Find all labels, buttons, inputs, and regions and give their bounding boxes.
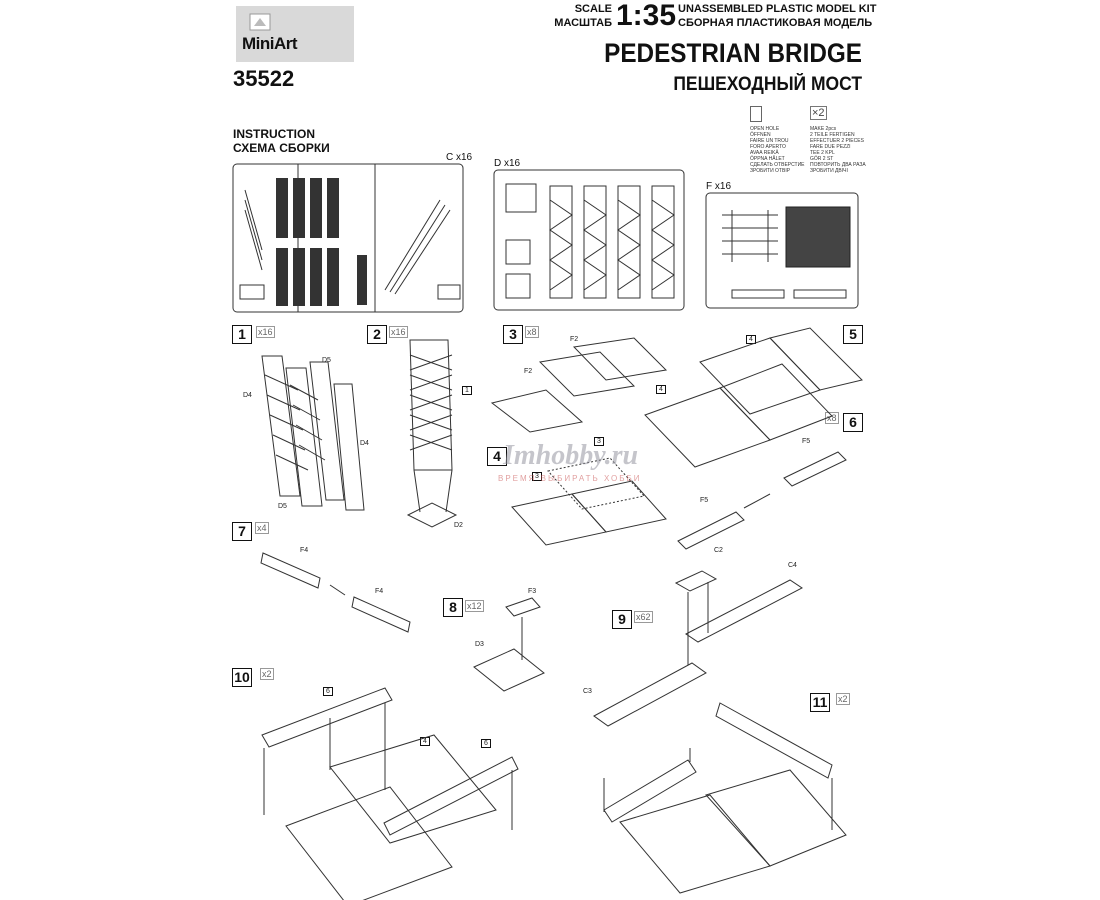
step-5-drawing <box>644 327 863 468</box>
step-3-number: 3 <box>503 325 523 344</box>
step-3-multiplier: x8 <box>525 326 539 338</box>
step-8-drawing <box>473 597 545 692</box>
step-1-number: 1 <box>232 325 252 344</box>
sprue-d-label: D x16 <box>494 158 521 169</box>
scale-label: SCALE <box>574 3 612 15</box>
step-11-multiplier: x2 <box>836 693 850 705</box>
part-label: 3 <box>532 472 542 481</box>
part-label: 4 <box>420 737 430 746</box>
brand-logo <box>236 6 354 62</box>
part-label: F4 <box>300 547 309 554</box>
step-2-multiplier: x16 <box>389 326 408 338</box>
step-2-drawing <box>406 339 458 528</box>
part-label: 1 <box>462 386 472 395</box>
open-hole-icon <box>750 106 762 122</box>
part-label: C3 <box>583 688 592 695</box>
step-7-multiplier: x4 <box>255 522 269 534</box>
step-8-multiplier: x12 <box>465 600 484 612</box>
part-label: 6 <box>323 687 333 696</box>
step-7-number: 7 <box>232 522 252 541</box>
part-label: 4 <box>656 385 666 394</box>
instruction-label-ru: СХЕМА СБОРКИ <box>233 141 330 155</box>
step-10-multiplier: x2 <box>260 668 274 680</box>
part-label: F3 <box>528 588 537 595</box>
step-6-number: 6 <box>843 413 863 432</box>
part-label: D5 <box>322 357 331 364</box>
step-3-drawing <box>490 337 668 433</box>
step-1-drawing <box>261 355 365 511</box>
sprue-c-label: C x16 <box>446 152 473 163</box>
step-6-multiplier: x8 <box>825 412 839 424</box>
step-10-number: 10 <box>232 668 252 687</box>
step-11-number: 11 <box>810 693 830 712</box>
instruction-label: INSTRUCTION <box>233 127 315 141</box>
kit-number: 35522 <box>233 66 295 91</box>
part-label: D2 <box>454 522 463 529</box>
part-label: F2 <box>524 368 533 375</box>
sprue-f-drawing <box>705 192 859 309</box>
kit-type-ru: СБОРНАЯ ПЛАСТИКОВАЯ МОДЕЛЬ <box>678 17 873 29</box>
brand-name: MiniArt <box>242 34 298 53</box>
page-title-ru: ПЕШЕХОДНЫЙ МОСТ <box>673 74 862 95</box>
step-9-multiplier: x62 <box>634 611 653 623</box>
step-11-drawing <box>603 702 847 894</box>
step-1-multiplier: x16 <box>256 326 275 338</box>
step-2-number: 2 <box>367 325 387 344</box>
part-label: F2 <box>570 336 579 343</box>
part-label: D4 <box>243 392 252 399</box>
part-label: 4 <box>746 335 756 344</box>
watermark: Imhobby.ru <box>503 440 639 471</box>
part-label: F4 <box>375 588 384 595</box>
step-4-number: 4 <box>487 447 507 466</box>
sprue-d-drawing <box>493 169 685 311</box>
step-8-number: 8 <box>443 598 463 617</box>
step-10-drawing <box>261 687 519 900</box>
part-label: C2 <box>714 547 723 554</box>
part-label: 6 <box>481 739 491 748</box>
step-9-number: 9 <box>612 610 632 629</box>
part-label: C4 <box>788 562 797 569</box>
watermark-subtitle: ВРЕМЯ ВЫБИРАТЬ ХОББИ <box>498 474 642 483</box>
part-label: D5 <box>278 503 287 510</box>
sprue-f-label: F x16 <box>706 181 732 192</box>
page-title: PEDESTRIAN BRIDGE <box>604 38 862 68</box>
part-label: F5 <box>700 497 709 504</box>
make-count-icon: ×2 <box>810 106 827 120</box>
scale-label-ru: МАСШТАБ <box>554 17 612 29</box>
logo-graphic-icon <box>249 13 271 31</box>
part-label: D4 <box>360 440 369 447</box>
step-7-drawing <box>260 552 411 633</box>
kit-type: UNASSEMBLED PLASTIC MODEL KIT <box>678 3 877 15</box>
part-label: 3 <box>594 437 604 446</box>
part-label: F5 <box>802 438 811 445</box>
step-5-number: 5 <box>843 325 863 344</box>
scale-value: 1:35 <box>616 0 677 32</box>
sprue-c-drawing <box>232 163 464 313</box>
step-9-drawing <box>593 570 803 727</box>
part-label: D3 <box>475 641 484 648</box>
